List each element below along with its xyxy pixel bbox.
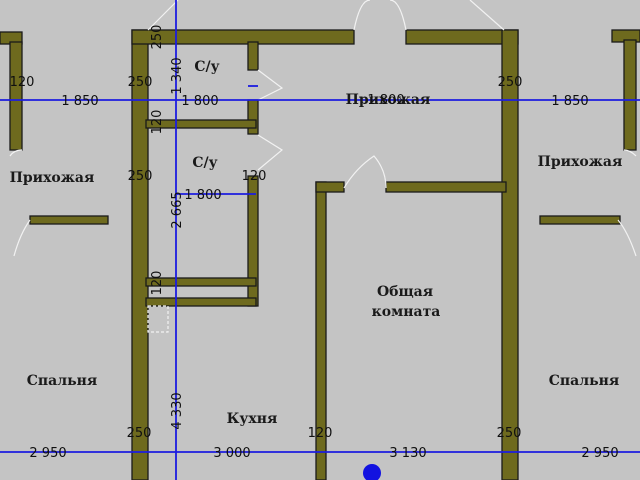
location-marker (363, 464, 381, 480)
door-left-hallway (9, 149, 31, 257)
door-living (343, 155, 387, 189)
room-label-living-2: комната (372, 304, 441, 320)
room-label-kitchen: Кухня (227, 411, 278, 427)
wall-living-top-right (385, 181, 507, 193)
wall-living-top-left (315, 181, 345, 193)
wall-top-right-segment (405, 29, 519, 45)
dim-label: 120 (308, 426, 333, 441)
dim-label: 2 950 (29, 446, 66, 461)
dim-label: 1 800 (181, 94, 218, 109)
door-wc-upper (257, 69, 284, 101)
wall-left-upper (9, 41, 23, 151)
door-wc-lower (257, 134, 284, 171)
dim-label: 120 (242, 169, 267, 184)
dim-label: 250 (128, 169, 153, 184)
wall-main-right (501, 29, 519, 480)
dim-label: 1 850 (551, 94, 588, 109)
room-label-hallway-right: Прихожая (538, 154, 623, 170)
room-label-hallway-left: Прихожая (10, 170, 95, 186)
room-label-hallway-center: Прихожая (346, 92, 431, 108)
wall-wc-bottom-outer (145, 297, 257, 307)
dim-label: 250 (127, 426, 152, 441)
walls (0, 29, 640, 480)
dim-label: 3 130 (389, 446, 426, 461)
door-entrance (353, 0, 407, 31)
dim-label-vertical: 250 (150, 25, 165, 50)
kitchen-fixture (147, 305, 169, 333)
wall-wc-upper-door-bottom (247, 99, 259, 135)
dim-label-overlap: 1 800 (367, 93, 404, 108)
wall-left-partition (29, 215, 109, 225)
wall-right-upper (623, 39, 637, 151)
dim-label: 1 800 (184, 188, 221, 203)
wall-main-left (131, 29, 149, 480)
room-label-living-1: Общая (377, 284, 433, 300)
dimension-labels-vertical: 250 1 340 120 2 665 120 4 330 (150, 25, 185, 430)
room-label-wc-upper: С/у (194, 59, 219, 75)
dimension-labels-top: 120 250 250 1 850 1 800 1 850 1 800 (10, 75, 589, 109)
door-right-hallway (617, 149, 637, 257)
room-label-bedroom-right: Спальня (549, 373, 619, 389)
wall-wc-bottom (145, 277, 257, 287)
wall-right-partition (539, 215, 621, 225)
dim-label-vertical: 120 (150, 271, 165, 296)
dim-label: 250 (128, 75, 153, 90)
door-top-left (147, 0, 179, 31)
dim-label: 120 (10, 75, 35, 90)
dim-label: 1 850 (61, 94, 98, 109)
dim-label: 250 (497, 426, 522, 441)
dim-label-vertical: 1 340 (170, 57, 185, 94)
dim-label: 2 950 (581, 446, 618, 461)
dimension-labels-inner: 250 120 1 800 (128, 169, 267, 203)
wall-wc-upper-door-top (247, 41, 259, 71)
dimension-labels-bottom: 250 120 250 2 950 3 000 3 130 2 950 (29, 426, 618, 461)
dim-label-vertical: 2 665 (170, 191, 185, 228)
door-top-right (469, 0, 505, 31)
doors (9, 0, 637, 333)
room-labels: Прихожая Прихожая Прихожая С/у С/у Общая… (10, 59, 623, 427)
wall-wc-divider (145, 119, 257, 129)
dim-label: 3 000 (213, 446, 250, 461)
dim-label-vertical: 120 (150, 110, 165, 135)
dim-label: 250 (498, 75, 523, 90)
room-label-wc-lower: С/у (192, 155, 217, 171)
wall-top-left-segment (131, 29, 355, 45)
dim-label-vertical: 4 330 (170, 392, 185, 429)
room-label-bedroom-left: Спальня (27, 373, 97, 389)
